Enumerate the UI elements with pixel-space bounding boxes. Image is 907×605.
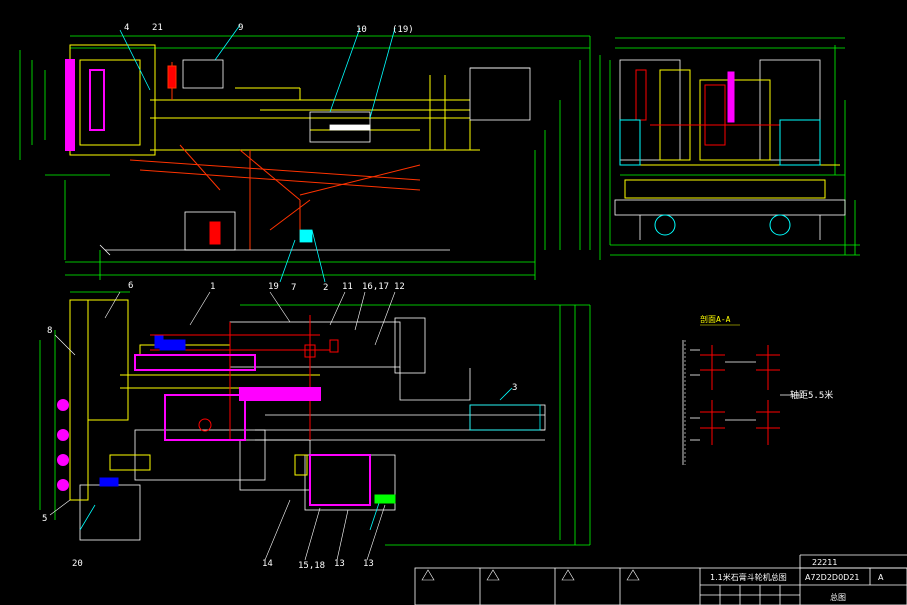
stamp-label: 总图 [830,592,846,602]
callout-6: 6 [128,281,133,291]
sheet-mark: A [878,573,884,582]
drawing-title: 1.1米石膏斗轮机总图 [710,572,787,582]
drawing-code: 22211 [812,558,837,567]
callout-21: 21 [152,23,163,33]
callout-4: 4 [124,23,129,33]
wheelbase-note: 轴距5.5米 [790,389,833,401]
section-label: 剖面A-A [700,314,731,324]
callout-11: 11 [342,282,353,292]
callout-9: 9 [238,23,243,33]
plan-view [39,291,591,546]
title-block: 1.1米石膏斗轮机总图 22211 A72D2D0D21 A 总图 [414,554,907,605]
side-elevation-view [19,24,591,283]
callout-19: (19) [392,25,414,35]
drawing-number: A72D2D0D21 [805,573,860,582]
section-detail: 剖面A-A [682,314,833,465]
callout-7: 7 [291,283,296,293]
callout-12: 12 [394,282,405,292]
callout-16-17: 16,17 [362,282,389,292]
callout-19b: 19 [268,282,279,292]
callout-10: 10 [356,25,367,35]
callout-3: 3 [512,383,517,393]
callout-1: 1 [210,282,215,292]
bottom-callouts: 6 1 19 11 16,17 12 8 3 5 20 14 15,18 13 … [42,281,517,571]
top-callouts: 4 21 9 10 (19) 7 2 [124,23,414,293]
callout-13b: 13 [363,559,374,569]
callout-8: 8 [47,326,52,336]
callout-2: 2 [323,283,328,293]
callout-14: 14 [262,559,273,569]
callout-5: 5 [42,514,47,524]
callout-15-18: 15,18 [298,561,325,571]
end-elevation-view [599,37,860,260]
callout-20: 20 [72,559,83,569]
callout-13a: 13 [334,559,345,569]
